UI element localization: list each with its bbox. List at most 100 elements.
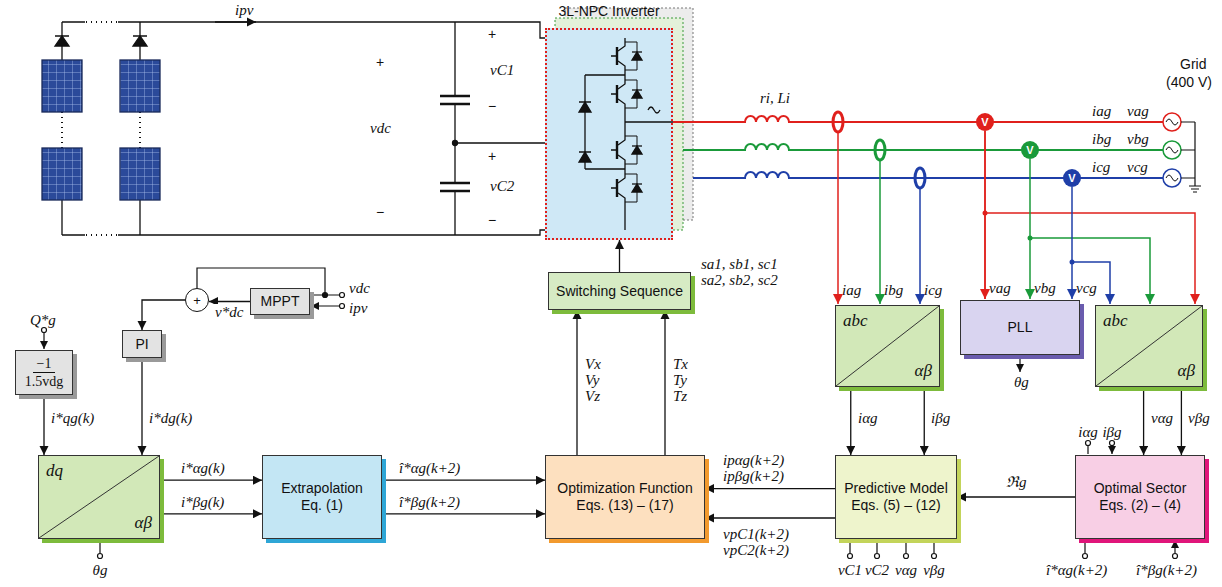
current-sensors-part (833, 112, 843, 132)
inverter-box: 3L-NPC Inverter (545, 28, 673, 240)
signal-name: iag (842, 282, 861, 298)
current-sensors-part (919, 188, 921, 304)
node-text: Optimal Sector (1094, 480, 1187, 497)
signal-arrow (924, 387, 925, 455)
signal-name: Grid (1180, 56, 1206, 72)
signal-arrow (1181, 387, 1182, 455)
grid-sources-part (1166, 119, 1178, 181)
control-wires-part (100, 540, 1175, 553)
control-wires-part (340, 304, 345, 309)
npc-leg-part (611, 38, 642, 74)
node-text: PLL (1008, 319, 1033, 336)
voltage-sensors-part (1028, 236, 1033, 241)
process-box: ExtrapolationEq. (1) (262, 455, 382, 539)
signal-arrow (160, 513, 262, 514)
signal-arrow (619, 240, 620, 272)
signal-arrow (1143, 387, 1144, 455)
control-wires-part (43, 332, 44, 349)
node-text: Eqs. (2) – (4) (1099, 497, 1181, 514)
signal-arrow (576, 310, 577, 455)
grid-sources (1163, 113, 1201, 192)
signal-name: vC2 (865, 562, 889, 578)
pv-array-part (120, 60, 160, 112)
control-wires-part (42, 328, 47, 333)
node-text: Optimization Function (557, 480, 692, 497)
process-box: Switching Sequence (548, 272, 691, 310)
node-text: 3L-NPC Inverter (558, 3, 659, 19)
diagonal-line (836, 306, 939, 386)
pv-array-part (42, 60, 82, 112)
pv-array-part (55, 36, 147, 46)
signal-name: − (488, 98, 496, 114)
signal-label: î*αg(k+2) (398, 460, 461, 476)
signal-label: î*βg(k+2) (398, 494, 461, 510)
signal-arrow (664, 310, 665, 455)
signal-name: ibg (884, 282, 903, 298)
mppt-box: MPPT (250, 288, 310, 315)
signal-name: + (488, 148, 496, 164)
node-text: Switching Sequence (556, 283, 683, 300)
signal-label: Tx Ty Tz (672, 356, 698, 404)
signal-name: vag (1127, 103, 1149, 119)
npc-leg-part (611, 132, 642, 168)
current-sensors-part (837, 132, 839, 304)
signal-name: vC1 (838, 562, 862, 578)
voltage-sensors-part (983, 211, 988, 216)
pv-array (42, 22, 455, 235)
npc-leg-part (579, 102, 591, 152)
npc-leg-part (611, 76, 642, 112)
voltage-sensors-part (1071, 187, 1073, 299)
control-wires-part (311, 295, 339, 306)
process-box: Predictive ModelEqs. (5) – (12) (835, 455, 957, 539)
current-sensors-part (915, 168, 925, 188)
signal-label: Vx Vy Vz (584, 356, 610, 404)
signal-name: î*αg(k+2) (1046, 562, 1107, 578)
control-wires-part (1088, 446, 1112, 454)
process-box: Optimal SectorEqs. (2) – (4) (1075, 455, 1205, 539)
control-wires-part (848, 554, 853, 559)
pv-array-part (215, 21, 256, 22)
signal-name: − (376, 204, 384, 220)
voltage-sensors-part (1030, 238, 1150, 304)
inverter-phase-boxes-part (545, 28, 673, 240)
node-text: dq (46, 461, 63, 481)
signal-label: i*αg(k) (180, 460, 226, 476)
node-text: Eqs. (13) – (17) (576, 497, 673, 514)
meter-symbol-label: V (1026, 144, 1033, 156)
signal-arrow (142, 300, 185, 330)
grid-sources-part (1181, 122, 1201, 192)
node-text: Predictive Model (844, 480, 948, 497)
signal-name: vbg (1127, 131, 1149, 147)
node-text: αβ (135, 513, 152, 533)
signal-label: v*dc (214, 304, 244, 320)
voltage-sensors-part (1029, 159, 1031, 299)
signal-label: iβg (930, 410, 951, 426)
signal-label: vαg (1150, 410, 1174, 426)
control-wires-part (1083, 554, 1088, 559)
current-sensors-part (875, 140, 885, 160)
signal-name: î*βg(k+2) (1136, 562, 1197, 578)
gain-box: −11.5vdg (15, 350, 73, 395)
signal-arrow (209, 301, 250, 302)
voltage-sensors-part (1021, 141, 1039, 159)
control-wires-part (98, 554, 103, 559)
pv-array-part (62, 22, 455, 235)
signal-name: icg (924, 282, 942, 298)
signal-name: iαg (1078, 424, 1098, 440)
pll-box: PLL (960, 300, 1080, 355)
signal-name: iag (1092, 103, 1111, 119)
signal-name: vcg (1076, 280, 1097, 296)
voltage-sensors-part (1070, 260, 1075, 265)
voltage-sensors-part (976, 113, 994, 131)
signal-arrow (160, 480, 262, 481)
control-wires-part (1173, 554, 1178, 559)
signal-name: ri, Li (760, 90, 790, 106)
signal-label: sa1, sb1, sc1 sa2, sb2, sc2 (700, 256, 802, 288)
control-wires-part (1019, 355, 1020, 372)
npc-leg-part (625, 74, 673, 230)
inverter-phase-boxes (545, 8, 693, 240)
signal-label: iαg (857, 410, 879, 426)
signal-arrow (705, 517, 835, 518)
node-text: abc (1103, 311, 1128, 331)
signal-label: i*qg(k) (50, 410, 95, 426)
